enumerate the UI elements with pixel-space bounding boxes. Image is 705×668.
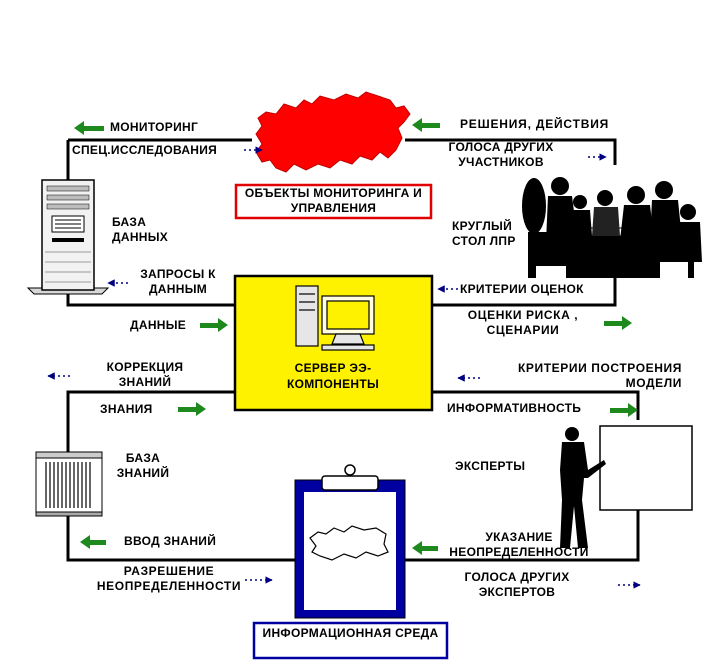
label-experts: ЭКСПЕРТЫ: [455, 459, 525, 474]
server-tower-icon: [28, 180, 108, 294]
label-server: СЕРВЕР ЭЭ- КОМПОНЕНТЫ: [283, 360, 383, 392]
label-round-table: КРУГЛЫЙ СТОЛ ЛПР: [452, 219, 532, 249]
label-resolution: РАЗРЕШЕНИЕ НЕОПРЕДЕЛЕННОСТИ: [84, 564, 254, 594]
label-decisions: РЕШЕНИЯ, ДЕЙСТВИЯ: [460, 117, 609, 132]
label-input: ВВОД ЗНАНИЙ: [124, 534, 216, 549]
label-risk: ОЦЕНКИ РИСКА , СЦЕНАРИИ: [452, 308, 594, 338]
label-monitoring: МОНИТОРИНГ: [110, 120, 198, 135]
arrow-informativeness: [610, 403, 638, 417]
label-info-env: ИНФОРМАЦИОННАЯ СРЕДА: [256, 626, 445, 641]
label-data: ДАННЫЕ: [130, 318, 186, 333]
file-cabinet-icon: [36, 452, 102, 516]
label-objects: ОБЪЕКТЫ МОНИТОРИНГА И УПРАВЛЕНИЯ: [238, 186, 429, 216]
label-model-criteria: КРИТЕРИИ ПОСТРОЕНИЯ МОДЕЛИ: [482, 361, 682, 391]
label-criteria: КРИТЕРИИ ОЦЕНОК: [460, 282, 584, 297]
meeting-people-icon: [522, 177, 702, 280]
label-database: БАЗА ДАННЫХ: [112, 215, 172, 245]
label-knowledge-base: БАЗА ЗНАНИЙ: [108, 451, 178, 481]
label-other-experts: ГОЛОСА ДРУГИХ ЭКСПЕРТОВ: [452, 570, 582, 600]
arrow-knowledge: [178, 402, 206, 416]
arrow-data: [200, 318, 228, 332]
arrow-risk: [604, 316, 632, 330]
label-other-voices-top: ГОЛОСА ДРУГИХ УЧАСТНИКОВ: [440, 140, 562, 170]
label-uncertainty: УКАЗАНИЕ НЕОПРЕДЕЛЕННОСТИ: [434, 530, 604, 560]
arrow-input: [80, 535, 106, 549]
russia-map-icon: [256, 92, 410, 172]
label-informativeness: ИНФОРМАТИВНОСТЬ: [447, 401, 581, 416]
label-knowledge: ЗНАНИЯ: [100, 402, 153, 417]
arrow-decisions: [412, 118, 440, 132]
clipboard-map-icon: [295, 465, 405, 618]
computer-icon: [296, 286, 374, 350]
arrow-monitoring: [74, 121, 104, 135]
label-queries: ЗАПРОСЫ К ДАННЫМ: [128, 267, 228, 297]
label-correction: КОРРЕКЦИЯ ЗНАНИЙ: [90, 360, 200, 390]
label-special-research: СПЕЦ.ИССЛЕДОВАНИЯ: [72, 143, 217, 158]
